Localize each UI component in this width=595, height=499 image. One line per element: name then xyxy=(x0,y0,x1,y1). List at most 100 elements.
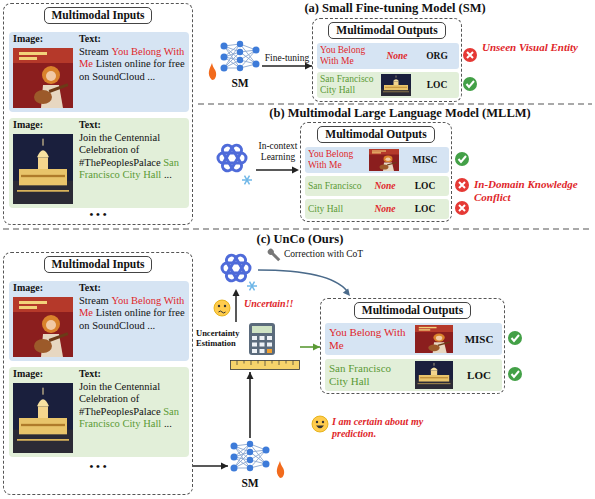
wrong-mark xyxy=(459,182,465,188)
entity-type: LOC xyxy=(415,204,436,215)
input-group: Multimodal InputsImage:Text:StreamYou Be… xyxy=(3,252,193,495)
panel-separator xyxy=(198,103,592,104)
output-row: City HallNoneLOC xyxy=(305,199,449,219)
wrong-mark xyxy=(455,178,469,192)
wrong-mark xyxy=(455,178,469,192)
correct-mark xyxy=(455,152,469,166)
entity-thumbnail xyxy=(369,149,399,171)
input-card: Image:Text:StreamYou Belong With MeListe… xyxy=(9,281,189,361)
field-label: Text: xyxy=(79,119,185,130)
post-text: Stream xyxy=(79,46,109,57)
field-label: Image: xyxy=(13,33,75,44)
output-row: You Belong With MeNoneORG xyxy=(317,43,459,69)
missing-value: None xyxy=(386,51,407,62)
entity-name: You Belong With Me xyxy=(308,149,366,171)
arrow-head xyxy=(305,63,312,70)
post-text: ... xyxy=(164,418,172,429)
connector-line xyxy=(249,372,251,438)
snowflake-icon xyxy=(247,282,257,291)
input-card: Image: Text: Join the Centennial Celebrati… xyxy=(9,118,189,208)
entity-thumbnail xyxy=(381,74,411,96)
grin-emoji xyxy=(312,416,328,432)
ruler-icon xyxy=(230,360,300,370)
output-box: Multimodal OutputsYou Belong With MeMISC… xyxy=(300,122,452,222)
correct-mark xyxy=(508,331,522,345)
entity-type: LOC xyxy=(467,369,491,382)
correct-mark xyxy=(508,331,522,345)
estimator-name: Uncertainty Estimation xyxy=(196,329,244,349)
missing-value: None xyxy=(374,204,395,215)
input-group: Multimodal InputsImage:Text:StreamYou Be… xyxy=(3,3,193,225)
flow-arrow xyxy=(256,167,299,174)
output-row: San Francisco City HallLOC xyxy=(317,72,459,98)
grin-emoji xyxy=(312,416,328,432)
arrow-label: Correction with CoT xyxy=(284,249,384,259)
mllm-icon xyxy=(222,253,250,282)
output-row: You Belong With MeMISC xyxy=(305,147,449,173)
correct-mark xyxy=(463,77,477,91)
mllm-icon xyxy=(221,143,244,172)
snowflake-icon xyxy=(245,176,250,185)
model-name: SM xyxy=(228,477,272,489)
flame-icon xyxy=(277,461,284,478)
flame-icon xyxy=(277,461,284,478)
output-box: Multimodal OutputsYou Belong With MeMISC… xyxy=(320,298,505,394)
field-label: Image: xyxy=(13,368,75,379)
confused-emoji xyxy=(218,305,220,307)
mllm-icon xyxy=(218,153,246,163)
wrong-mark xyxy=(463,48,477,62)
arrow-label: In-context Learning xyxy=(254,141,302,164)
field-label: Text: xyxy=(79,368,185,379)
input-image xyxy=(13,134,73,204)
flow-arrow xyxy=(292,167,299,174)
wrong-mark xyxy=(463,48,477,62)
query-arrow xyxy=(233,289,240,296)
entity-name: San Francisco xyxy=(308,181,362,192)
grin-emoji xyxy=(316,426,324,429)
confused-emoji xyxy=(224,305,226,307)
panel-title: (b) Multimodal Large Language Model (MLL… xyxy=(215,106,585,121)
post-text: Join the Centennial Celebration of #TheP… xyxy=(79,381,161,417)
entity-name: San Francisco City Hall xyxy=(329,362,409,387)
correct-mark xyxy=(512,371,520,377)
post-text: Listen online for free on SoundCloud ... xyxy=(79,307,185,330)
connector xyxy=(193,463,228,470)
snowflake-icon xyxy=(245,176,250,185)
post-text: Join the Centennial Celebration of #TheP… xyxy=(79,132,161,168)
correct-mark xyxy=(467,81,475,87)
entity-type: LOC xyxy=(415,181,436,192)
ellipsis-mark: • • • xyxy=(3,208,193,220)
wrong-mark xyxy=(459,205,465,211)
post-text: Listen online for free on SoundCloud ... xyxy=(79,58,185,81)
field-label: Image: xyxy=(13,119,75,130)
connector xyxy=(247,372,254,438)
output-row: San Francisco City Hall LOC xyxy=(325,359,502,391)
confused-emoji xyxy=(214,300,230,316)
network-icon xyxy=(218,38,262,76)
section-heading: Multimodal Outputs xyxy=(328,22,445,39)
flame-icon xyxy=(209,63,216,80)
post-text: Stream xyxy=(79,295,109,306)
correct-mark xyxy=(463,77,477,91)
snowflake-icon xyxy=(250,282,255,291)
model-name: SM xyxy=(218,77,262,89)
correction-arrow xyxy=(343,288,350,296)
edge-label: Fine-tuning xyxy=(265,53,309,63)
section-heading: Multimodal Outputs xyxy=(317,126,434,143)
calculator-icon xyxy=(248,322,276,356)
entity-name: You Belong With Me xyxy=(320,45,378,67)
model-box: SM xyxy=(228,438,272,494)
flow-arrow xyxy=(256,169,293,171)
panel-separator xyxy=(3,104,592,229)
correct-mark xyxy=(512,335,520,341)
entity-type: MISC xyxy=(465,333,494,346)
wrong-mark xyxy=(467,52,473,58)
connector xyxy=(300,344,320,351)
connector-line xyxy=(262,65,312,67)
input-image xyxy=(13,297,73,357)
correct-mark xyxy=(455,152,469,166)
output-box: Multimodal OutputsYou Belong With Me None… xyxy=(312,18,462,102)
confused-emoji xyxy=(219,311,226,313)
output-row: You Belong With MeMISC xyxy=(325,323,502,355)
ellipsis-mark: • • • xyxy=(3,460,193,472)
